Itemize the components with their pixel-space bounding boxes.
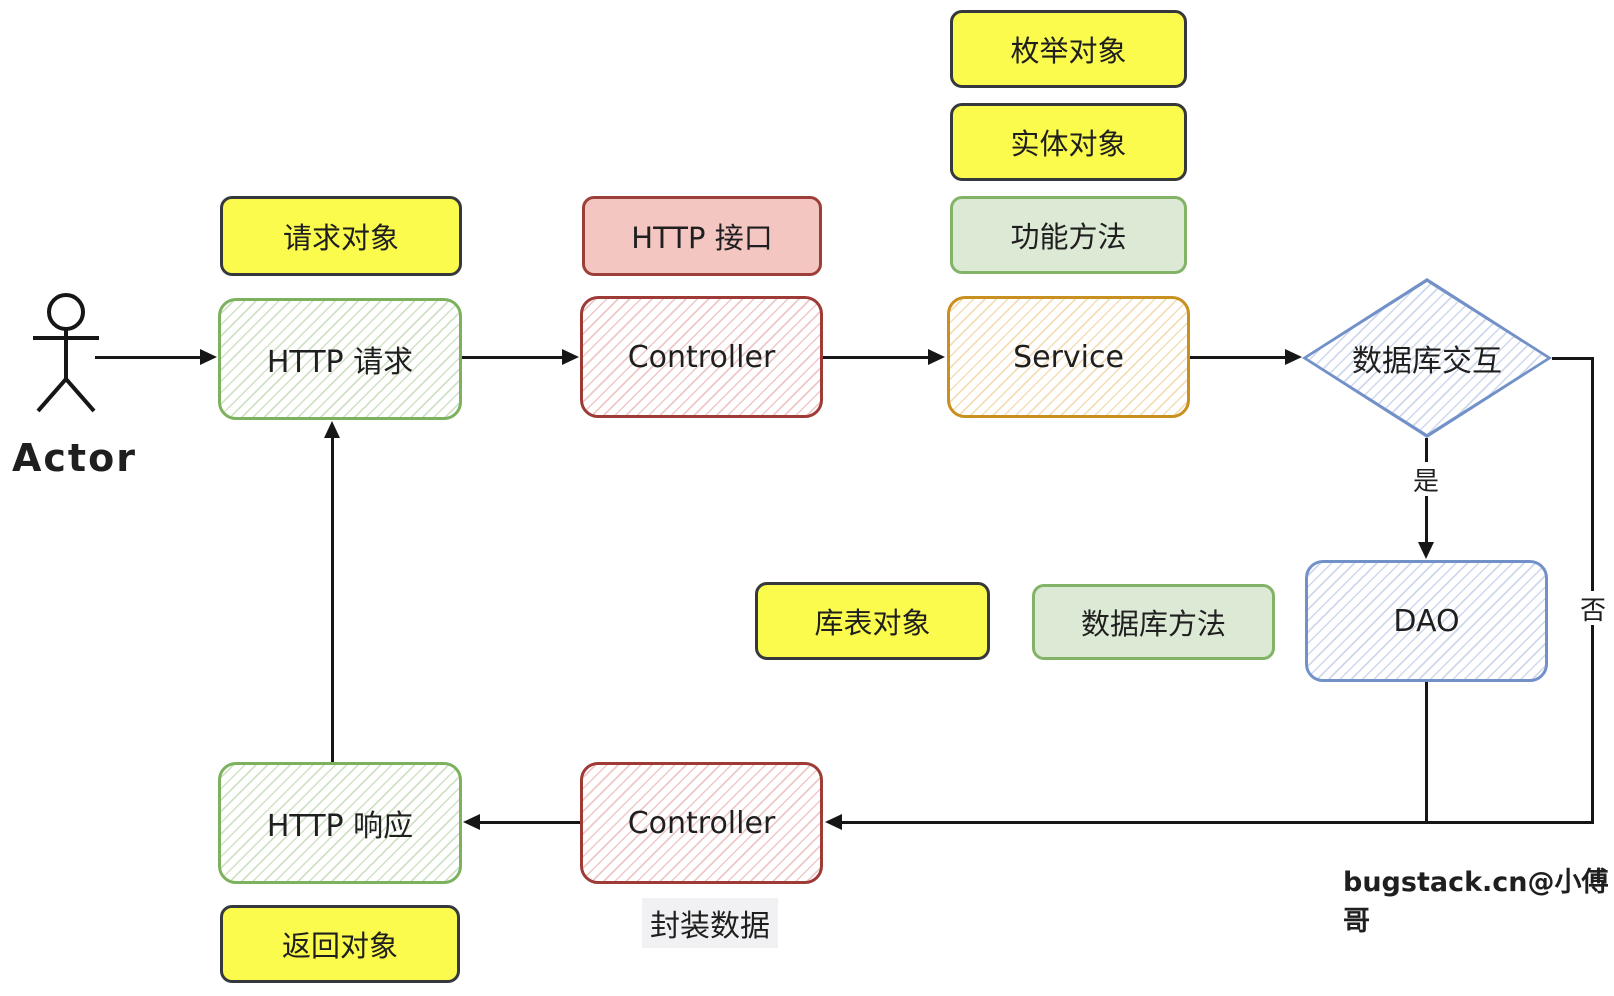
edge-decision-no-horizontal	[1552, 357, 1594, 360]
edge-service-to-decision	[1190, 356, 1288, 359]
edge-actor-to-request	[95, 356, 205, 359]
label-function-method: 功能方法	[950, 196, 1187, 274]
arrowhead-controller-to-service	[928, 349, 945, 365]
edge-request-to-controller	[462, 356, 565, 359]
node-dao: DAO	[1305, 560, 1548, 682]
yes-label: 是	[1409, 462, 1443, 497]
edge-response-to-request	[331, 437, 334, 762]
node-http-request: HTTP 请求	[218, 298, 462, 420]
edge-decision-no-vertical	[1591, 357, 1594, 824]
edge-bottom-return	[841, 821, 1594, 824]
label-request-object: 请求对象	[220, 196, 462, 276]
label-http-interface: HTTP 接口	[582, 196, 822, 276]
arrowhead-to-request-bottom	[324, 421, 340, 438]
arrowhead-to-controller-out	[825, 814, 842, 830]
watermark: bugstack.cn@小傅哥	[1343, 867, 1609, 937]
node-controller-out: Controller	[580, 762, 823, 884]
edge-controller-to-service	[823, 356, 931, 359]
label-return-object: 返回对象	[220, 905, 460, 983]
actor-label: Actor	[12, 436, 137, 480]
label-enum-object: 枚举对象	[950, 10, 1187, 88]
arrowhead-service-to-decision	[1285, 349, 1302, 365]
arrowhead-request-to-controller	[562, 349, 579, 365]
edge-dao-down	[1425, 682, 1428, 823]
no-label: 否	[1576, 591, 1610, 626]
arrowhead-to-response	[463, 814, 480, 830]
node-controller-in: Controller	[580, 296, 823, 418]
arrowhead-decision-to-dao	[1418, 542, 1434, 559]
node-http-response: HTTP 响应	[218, 762, 462, 884]
decision-db-interaction: 数据库交互	[1302, 278, 1552, 438]
arrowhead-actor-to-request	[200, 349, 217, 365]
label-entity-object: 实体对象	[950, 103, 1187, 181]
label-table-object: 库表对象	[755, 582, 990, 660]
node-service: Service	[947, 296, 1190, 418]
wrap-data-label: 封装数据	[642, 898, 778, 948]
decision-db-interaction-label: 数据库交互	[1352, 344, 1502, 379]
edge-controller-to-response	[479, 821, 580, 824]
label-db-method: 数据库方法	[1032, 584, 1275, 660]
actor-figure	[33, 293, 99, 413]
